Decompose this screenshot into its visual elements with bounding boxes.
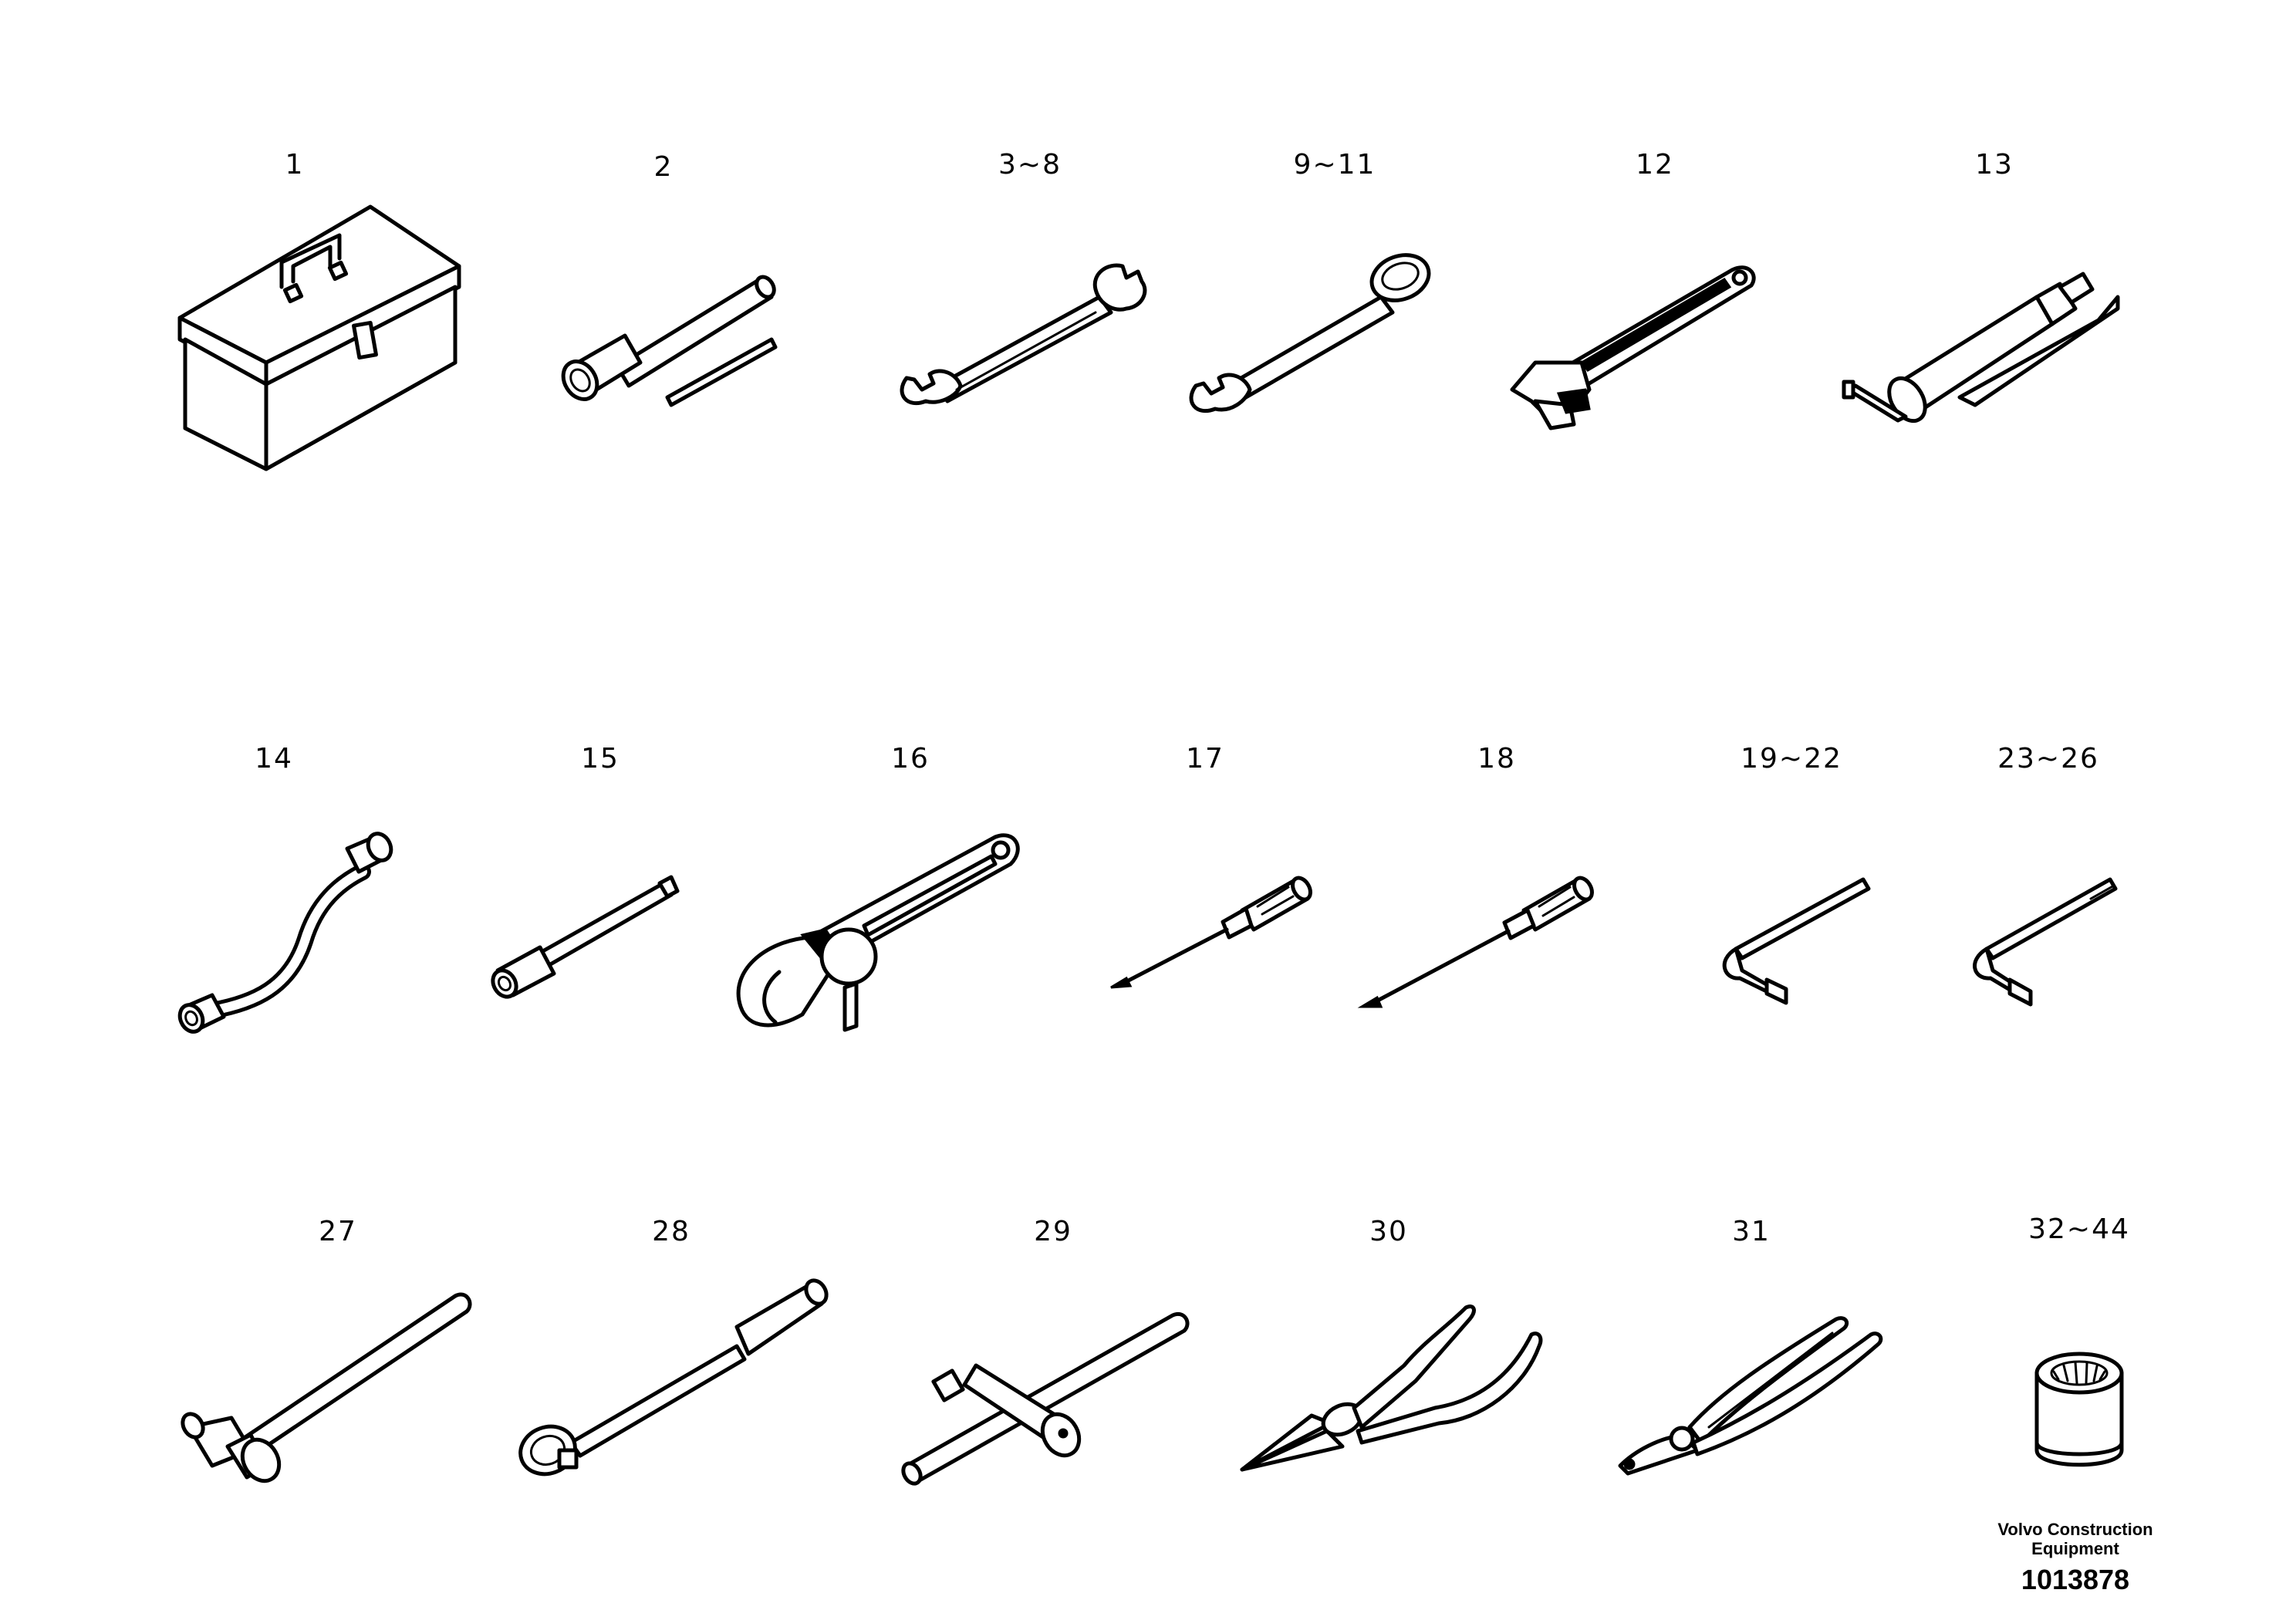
filter-wrench-icon [736, 833, 1020, 1032]
brand-line-1: Volvo Construction [1997, 1520, 2152, 1539]
label-19-22: 19~22 [1741, 743, 1842, 775]
label-9-11: 9~11 [1294, 149, 1376, 181]
hammer-icon [181, 1292, 472, 1483]
label-30: 30 [1369, 1216, 1408, 1247]
label-14: 14 [255, 743, 293, 775]
label-3-8: 3~8 [998, 149, 1062, 181]
toolbox-icon [177, 204, 461, 471]
extension-bar-icon [491, 875, 680, 999]
label-17: 17 [1186, 743, 1224, 775]
label-13: 13 [1975, 149, 2014, 181]
label-1: 1 [285, 149, 305, 181]
adjustable-wrench-icon [1510, 265, 1756, 430]
combination-wrench-icon [1189, 253, 1431, 413]
label-23-26: 23~26 [1997, 743, 2099, 775]
label-32-44: 32~44 [2028, 1213, 2130, 1245]
box-spanner-icon [561, 275, 778, 407]
brand-line-2: Equipment [2031, 1539, 2119, 1558]
ratchet-handle-icon [518, 1278, 829, 1477]
label-15: 15 [581, 743, 620, 775]
label-18: 18 [1477, 743, 1516, 775]
open-end-wrench-icon [900, 263, 1147, 406]
reference-number: 1013878 [2021, 1564, 2129, 1595]
label-16: 16 [891, 743, 930, 775]
t-handle-icon [901, 1311, 1190, 1486]
phillips-screwdriver-icon [1110, 876, 1312, 989]
label-2: 2 [654, 151, 674, 183]
label-12: 12 [1636, 149, 1674, 181]
grease-gun-icon [1842, 272, 2120, 424]
flat-screwdriver-icon [1357, 876, 1594, 1008]
label-27: 27 [319, 1216, 357, 1247]
label-29: 29 [1034, 1216, 1072, 1247]
needle-nose-pliers-icon [1240, 1304, 1543, 1472]
label-31: 31 [1732, 1216, 1771, 1247]
label-28: 28 [652, 1216, 690, 1247]
torx-key-icon [1973, 877, 2118, 1007]
socket-icon [2034, 1352, 2124, 1467]
offset-wrench-icon [177, 832, 393, 1034]
slip-joint-pliers-icon [1618, 1316, 1883, 1476]
hex-key-icon [1722, 877, 1871, 1005]
